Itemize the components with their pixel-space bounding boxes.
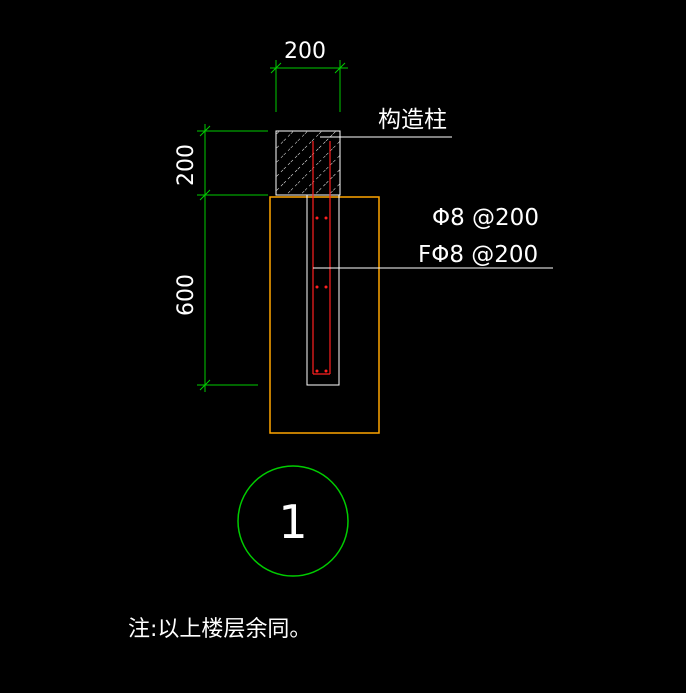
rebar-dot bbox=[315, 216, 319, 220]
top-dim-text: 200 bbox=[284, 39, 326, 64]
column-shaft bbox=[306, 194, 340, 386]
detail-circle bbox=[237, 465, 349, 577]
rebar-dot bbox=[324, 369, 328, 373]
rebar-callout: Φ8 @200 FΦ8 @200 bbox=[313, 205, 553, 269]
left-dimension: 200 600 bbox=[174, 124, 268, 392]
rebar-alt-label: FΦ8 @200 bbox=[418, 242, 538, 268]
detail-number: 1 bbox=[278, 495, 307, 549]
rebar-dot bbox=[315, 369, 319, 373]
top-dimension: 200 bbox=[270, 39, 348, 112]
column-hatch bbox=[275, 130, 341, 196]
column-callout: 构造柱 bbox=[320, 107, 452, 138]
note-text: 注:以上楼层余同。 bbox=[128, 617, 311, 642]
rebar bbox=[312, 141, 331, 375]
rebar-dot bbox=[315, 285, 319, 289]
top-dim-tick-left bbox=[270, 62, 282, 74]
detail-marker: 1 bbox=[237, 465, 349, 577]
left-dim-tick-bottom bbox=[199, 379, 211, 391]
rebar-dot bbox=[324, 285, 328, 289]
lower-height-text: 600 bbox=[174, 274, 199, 316]
top-dim-tick-right bbox=[334, 62, 346, 74]
footing-outline bbox=[269, 196, 380, 434]
left-dim-tick-top bbox=[199, 125, 211, 137]
upper-height-text: 200 bbox=[174, 144, 199, 186]
left-dim-tick-mid bbox=[199, 189, 211, 201]
rebar-dot bbox=[324, 216, 328, 220]
column-label: 构造柱 bbox=[378, 107, 447, 133]
rebar-main-label: Φ8 @200 bbox=[432, 205, 539, 231]
